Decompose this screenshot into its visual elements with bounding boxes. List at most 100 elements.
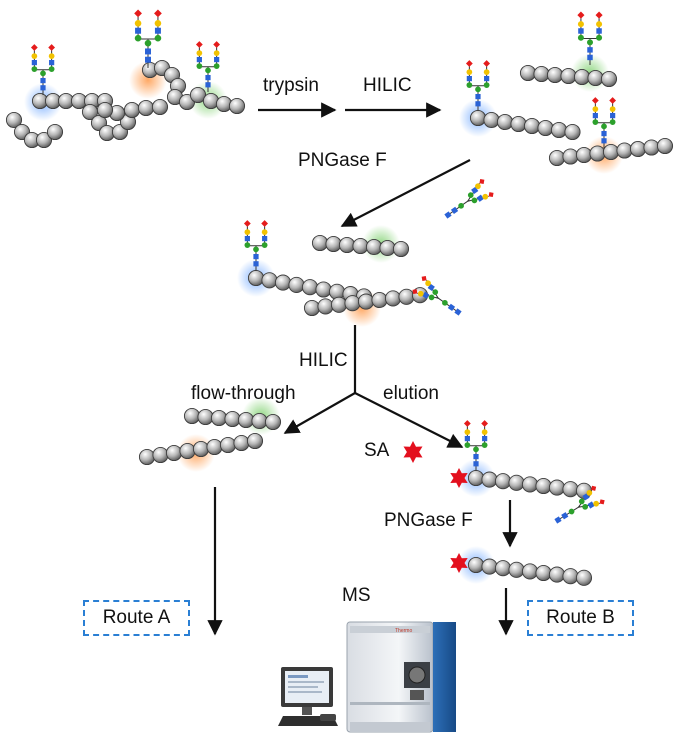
peptide-bead: [123, 101, 141, 119]
peptide-bead: [656, 137, 674, 155]
glycans: [30, 9, 617, 524]
peptide-bead: [537, 119, 554, 137]
peptide-bead: [519, 64, 537, 82]
flowthrough-peptide-green: [183, 407, 282, 431]
peptide-bead: [261, 272, 278, 289]
peptide-bead: [481, 471, 498, 488]
peptide-bead: [233, 434, 250, 452]
peptide-green-site: [519, 64, 618, 88]
peptide-bead: [288, 276, 305, 293]
red-star-icon: [403, 441, 423, 463]
peptide-bead: [152, 446, 169, 464]
peptide-bead: [379, 239, 396, 257]
peptide-bead: [616, 142, 633, 159]
peptide-bead: [560, 67, 577, 85]
peptide-bead: [179, 442, 196, 460]
peptide-bead: [629, 140, 647, 158]
peptide-bead: [192, 440, 210, 458]
peptide-bead: [35, 131, 53, 149]
route-b-peptide: [467, 556, 593, 586]
peptide-bead: [546, 66, 564, 84]
peptide-bead: [600, 70, 618, 88]
peptide-bead: [483, 111, 500, 129]
peptide-bead: [535, 477, 552, 495]
peptide-bead: [325, 235, 342, 253]
glycan-tree: [577, 11, 603, 65]
peptide-bead: [548, 479, 566, 496]
peptide-bead: [602, 143, 620, 161]
peptide-bead: [589, 145, 606, 162]
peptide-bead: [481, 558, 498, 575]
peptide-bead: [564, 123, 581, 141]
peptide-bead: [137, 99, 155, 117]
peptide-bead: [548, 149, 566, 167]
released-glycan: [412, 276, 462, 316]
peptide-bead: [189, 86, 207, 104]
peptide-bead: [521, 476, 539, 493]
peptide-orange-site: [548, 137, 674, 167]
glycan-tree: [465, 60, 491, 111]
peptide-bead: [303, 299, 321, 317]
peptide-bead: [550, 121, 568, 139]
label-elution: elution: [383, 383, 439, 404]
peptide-bead: [496, 113, 514, 131]
label-hilic-mid: HILIC: [299, 350, 348, 371]
eluted-peptide-blue: [467, 469, 593, 499]
red-star-icon: [450, 553, 468, 573]
peptide-bead: [165, 444, 183, 462]
peptide-bead: [371, 291, 388, 309]
peptide-bead: [575, 569, 593, 586]
peptide-bead: [352, 237, 369, 255]
peptide-bead: [562, 481, 579, 498]
released-glycan: [554, 485, 605, 524]
peptide-bead: [301, 279, 319, 296]
label-flow-through: flow-through: [191, 383, 296, 404]
peptide-bead: [469, 109, 487, 127]
peptide-bead: [311, 234, 329, 252]
label-sa: SA: [364, 440, 390, 461]
red-star-icon: [450, 468, 468, 488]
peptide-bead: [237, 411, 255, 429]
route-a-box: Route A: [83, 600, 190, 636]
glycan-tree: [195, 41, 221, 92]
peptide-bead: [96, 101, 114, 119]
peptide-bead: [562, 148, 579, 165]
svg-text:Thermo: Thermo: [395, 628, 412, 634]
peptide-bead: [510, 115, 527, 133]
text-labels: trypsin HILIC PNGase F HILIC flow-throug…: [191, 75, 473, 606]
peptide-beads: [5, 59, 674, 586]
route-b-box: Route B: [527, 600, 634, 636]
peptide-bead: [494, 560, 512, 577]
glycan-tree: [463, 420, 489, 471]
peptide-bead: [183, 407, 201, 425]
flowthrough-peptide-orange: [138, 432, 264, 466]
peptide-bead: [587, 69, 604, 87]
peptide-bead: [398, 288, 415, 305]
peptide-bead: [330, 296, 348, 313]
sa-markers: [403, 441, 468, 573]
protein-chain: [5, 59, 246, 149]
peptide-bead: [643, 139, 660, 156]
computer-workstation-icon: [278, 667, 338, 726]
peptide-bead: [274, 274, 292, 291]
peptide-bead: [264, 413, 282, 431]
peptide-bead: [357, 293, 375, 310]
peptide-bead: [46, 123, 64, 141]
deglyco-peptide-green: [311, 234, 410, 258]
peptide-bead: [338, 236, 356, 254]
peptide-bead: [317, 298, 334, 315]
peptide-bead: [521, 563, 539, 580]
peptide-bead: [5, 111, 23, 129]
peptide-bead: [573, 68, 591, 86]
peptide-bead: [392, 240, 410, 258]
peptide-bead: [228, 97, 246, 115]
peptide-bead: [508, 474, 525, 491]
label-hilic-top: HILIC: [363, 75, 412, 96]
label-pngase-bottom: PNGase F: [384, 510, 473, 531]
peptide-bead: [138, 448, 156, 466]
glycan-tree: [591, 97, 617, 148]
glycan-tree: [134, 9, 162, 68]
peptide-bead: [251, 412, 268, 430]
peptide-bead: [365, 238, 383, 256]
